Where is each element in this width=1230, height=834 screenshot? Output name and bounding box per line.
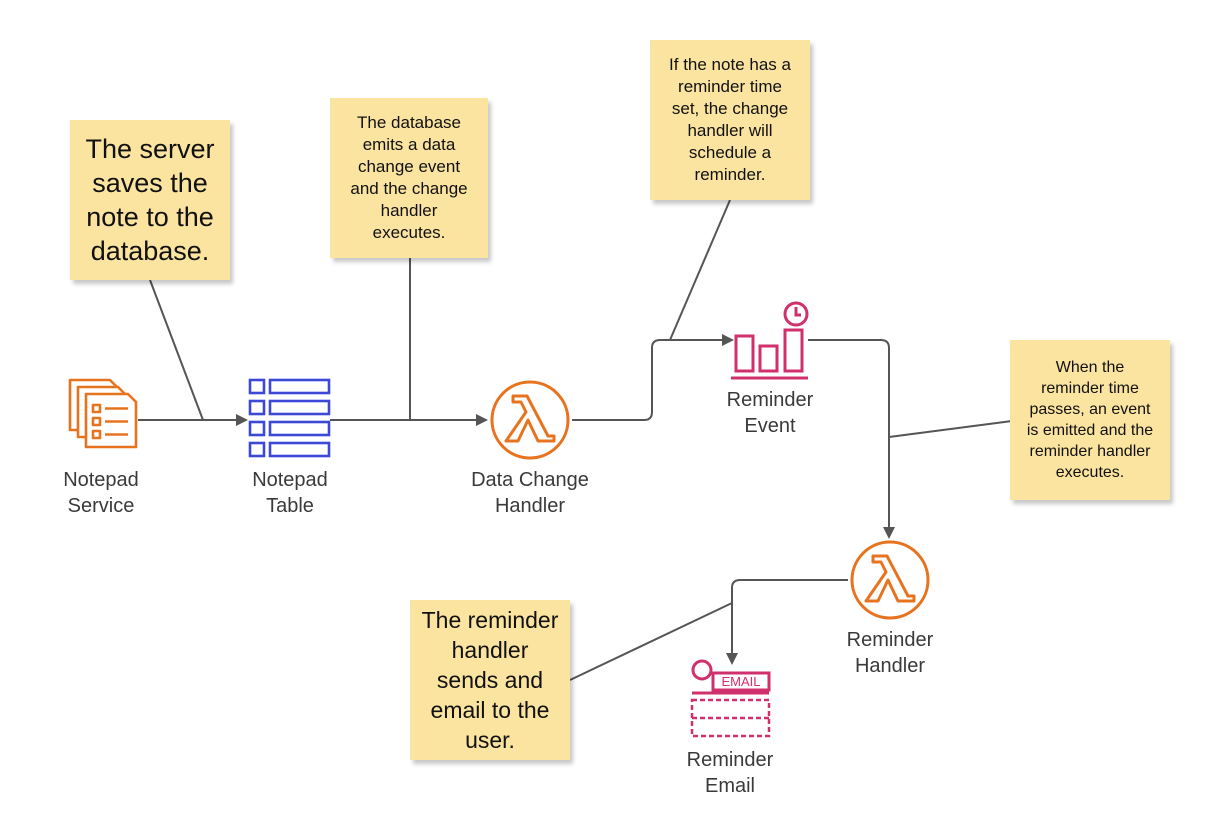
note-reminder-schedule-text: If the note has a reminder time set, the…: [669, 55, 791, 184]
node-label-reminder-email: Reminder Email: [686, 749, 774, 797]
table-icon: [248, 378, 331, 458]
documents-icon: [68, 378, 138, 449]
note-server-saves-text: The server saves the note to the databas…: [85, 134, 215, 266]
node-label-reminder-handler: Reminder Handler: [846, 629, 934, 677]
connector-handler-to-event: [572, 334, 734, 421]
connector-event-to-reminder-handler: [808, 339, 895, 539]
email-badge-text: EMAIL: [721, 674, 760, 689]
pointer-reminder-schedule: [669, 199, 731, 341]
note-server-saves: The server saves the note to the databas…: [70, 120, 230, 280]
email-icon: EMAIL: [690, 659, 771, 738]
connector-reminder-handler-to-email: [726, 579, 848, 665]
note-database-emits-text: The database emits a data change event a…: [350, 113, 468, 242]
note-handler-sends-text: The reminder handler sends and email to …: [421, 607, 559, 753]
scheduled-event-icon: [731, 301, 809, 380]
lambda-icon: [490, 380, 570, 460]
note-database-emits: The database emits a data change event a…: [330, 98, 488, 258]
note-time-passes: When the reminder time passes, an event …: [1010, 340, 1170, 500]
note-time-passes-text: When the reminder time passes, an event …: [1026, 359, 1154, 481]
pointer-handler-sends: [569, 602, 733, 681]
lambda-icon: [850, 540, 930, 620]
pointer-time-passes: [888, 420, 1013, 438]
node-label-notepad-table: Notepad Table: [252, 469, 328, 517]
note-reminder-schedule: If the note has a reminder time set, the…: [650, 40, 810, 200]
note-handler-sends: The reminder handler sends and email to …: [410, 600, 570, 760]
node-label-notepad-service: Notepad Service: [63, 469, 139, 517]
pointer-server-saves: [149, 279, 204, 421]
node-label-reminder-event: Reminder Event: [726, 389, 814, 437]
node-label-data-change-handler: Data Change Handler: [471, 469, 589, 517]
